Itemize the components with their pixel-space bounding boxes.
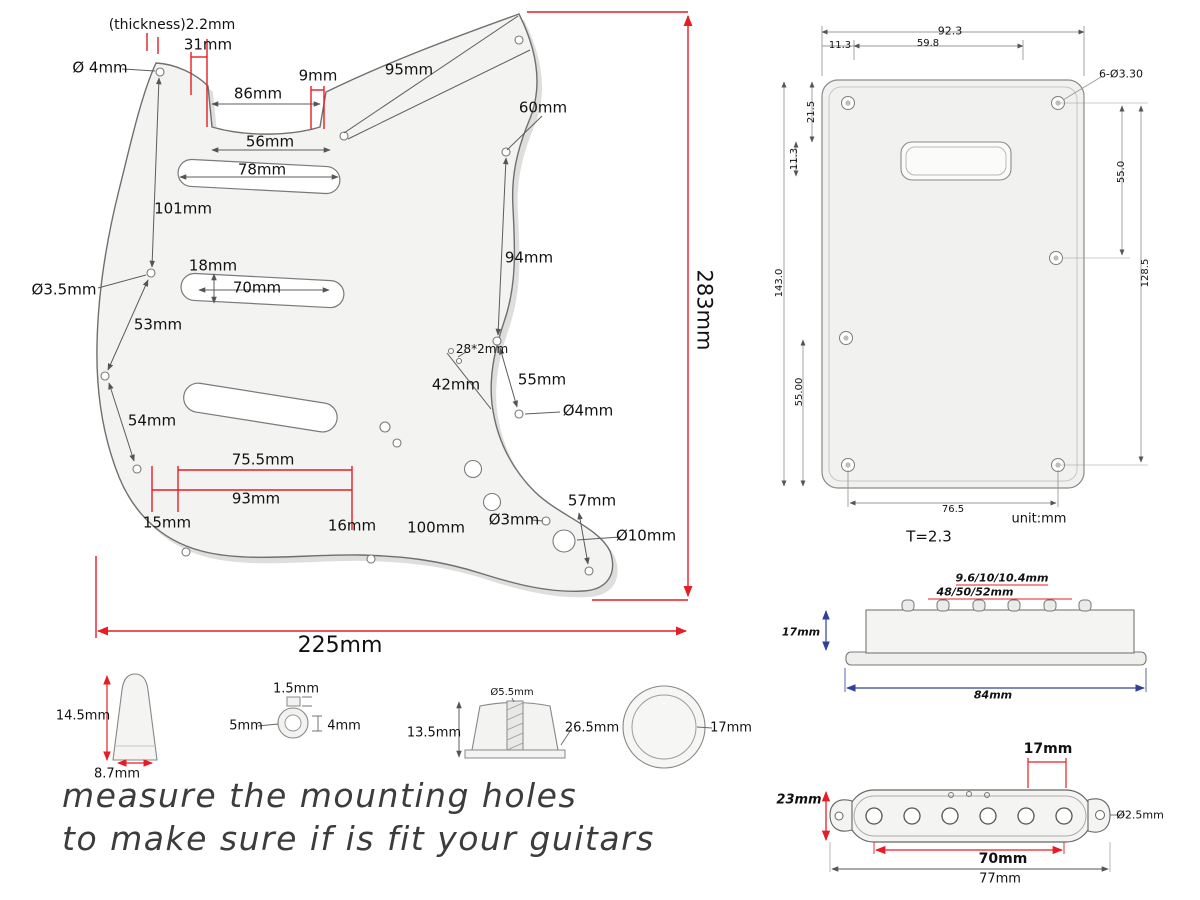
pickup-side-dim-lines: [822, 584, 1147, 692]
caption-line-1: measure the mounting holes: [62, 776, 578, 815]
pickup-top-dim-lines: [821, 758, 1125, 872]
pickguard-dim-label: 53mm: [133, 315, 183, 334]
pickguard-dim-label: Ø 4mm: [72, 58, 128, 77]
pickguard-outline: [96, 13, 614, 592]
backplate-dim-label: 59.8: [916, 38, 940, 49]
pickup_side-dim-label: 9.6/10/10.4mm: [955, 571, 1049, 585]
small_parts-dim-label: 13.5mm: [406, 725, 462, 741]
pickup-body: [865, 609, 1135, 654]
pickup_top-dim-label: 77mm: [979, 871, 1021, 887]
bridge-pickup-slot: [183, 382, 338, 433]
pickguard-dim-label: Ø3.5mm: [31, 280, 97, 299]
backplate-dim-label: T=2.3: [906, 527, 952, 546]
pickguard-dim-label: 75.5mm: [231, 450, 295, 469]
small_parts-dim-label: Ø5.5mm: [490, 687, 534, 698]
knob-shape: [456, 697, 573, 759]
pickguard-shape: [95, 11, 693, 638]
backplate-shape: [781, 26, 1148, 507]
pickguard-dim-label: 18mm: [188, 256, 238, 275]
backplate-outline: [821, 79, 1085, 489]
pickguard-dim-label: 42mm: [431, 375, 481, 394]
pickguard-dim-label: 55mm: [517, 370, 567, 389]
pole-pieces: [901, 599, 1092, 612]
pickup_side-dim-label: 17mm: [781, 625, 821, 639]
caption-line-2: to make sure if is fit your guitars: [62, 818, 655, 858]
pickguard-dim-label: Ø10mm: [615, 526, 677, 545]
pickguard-dim-label: 101mm: [154, 199, 212, 218]
pickguard-dim-label: 31mm: [183, 35, 233, 54]
pickup_top-dim-label: 70mm: [978, 851, 1028, 867]
backplate-dim-label: 6-Ø3.30: [1098, 67, 1144, 81]
pickguard-dim-label: 28*2mm: [455, 342, 509, 356]
pickguard-dim-label: 95mm: [384, 60, 434, 79]
pickguard-dim-label: 86mm: [233, 84, 283, 103]
pickguard-dim-label: 57mm: [567, 491, 617, 510]
pickup_top-dim-label: Ø2.5mm: [1116, 808, 1164, 822]
pickguard-dim-label: 54mm: [127, 411, 177, 430]
pickguard-dim-label: 283mm: [692, 269, 717, 351]
switch-tip-shape: [103, 673, 158, 767]
backplate-dim-label: 128.5: [1140, 258, 1151, 288]
small_parts-dim-label: 5mm: [229, 718, 263, 734]
backplate-screw-holes: [839, 96, 1065, 472]
pickup-top-shape: [821, 758, 1125, 872]
pickup_top-dim-label: 17mm: [1023, 741, 1073, 757]
knob-top-shape: [622, 685, 713, 769]
backplate-dim-label: 92.3: [937, 24, 963, 38]
pickguard-dim-label: 60mm: [518, 98, 568, 117]
pickguard-dim-label: 9mm: [298, 66, 338, 85]
pickguard-dim-lines-gray: [97, 15, 621, 565]
pickup-pole-holes: [865, 807, 1073, 825]
backplate-dim-lines: [781, 26, 1148, 507]
pickguard-dim-label: 225mm: [297, 633, 383, 658]
pickguard-dim-label: 94mm: [504, 248, 554, 267]
pickup_side-dim-label: 84mm: [973, 688, 1013, 702]
pickguard-dim-label: 16mm: [327, 516, 377, 535]
backplate-dim-label: 11.3: [789, 147, 800, 171]
pickguard-dim-label: (thickness)2.2mm: [108, 17, 236, 33]
small_parts-dim-label: 8.7mm: [93, 766, 141, 782]
backplate-dim-label: 143.0: [774, 268, 785, 298]
pickguard-dim-label: Ø3mm: [488, 510, 540, 529]
backplate-dim-label: 11.3: [828, 40, 852, 51]
pickguard-dim-label: 15mm: [142, 513, 192, 532]
backplate-dim-label: 55.00: [794, 377, 805, 407]
pickguard-dim-label: Ø4mm: [562, 401, 614, 420]
pickup-side-shape: [822, 584, 1147, 692]
backplate-dim-label: unit:mm: [1011, 511, 1067, 527]
pickguard-dim-lines-red: [95, 11, 693, 638]
caption: measure the mounting holes to make sure …: [62, 775, 655, 861]
backplate-dim-label: 21.5: [806, 100, 817, 124]
small_parts-dim-label: 4mm: [327, 718, 361, 734]
pickguard-dim-label: 93mm: [231, 489, 281, 508]
pickguard-dim-label: 56mm: [245, 132, 295, 151]
pickup_top-dim-label: 23mm: [776, 792, 822, 808]
backplate-dim-label: 55.0: [1116, 160, 1127, 184]
pickguard-dim-label: 78mm: [237, 160, 287, 179]
pickup_side-dim-label: 48/50/52mm: [936, 585, 1014, 599]
backplate-string-slot: [900, 141, 1012, 181]
screw-holes: [100, 35, 594, 576]
screw-hatch: [506, 702, 524, 751]
pickguard-dim-label: 70mm: [232, 278, 282, 297]
pickup-top-dots: [948, 791, 990, 798]
small_parts-dim-label: 17mm: [710, 720, 752, 736]
small_parts-dim-label: 14.5mm: [55, 708, 111, 724]
small_parts-dim-label: 26.5mm: [564, 720, 620, 736]
spring-part-shape: [257, 696, 322, 739]
pickguard-dim-label: 100mm: [407, 518, 465, 537]
backplate-dim-label: 76.5: [941, 504, 965, 515]
small_parts-dim-label: 1.5mm: [272, 681, 320, 697]
